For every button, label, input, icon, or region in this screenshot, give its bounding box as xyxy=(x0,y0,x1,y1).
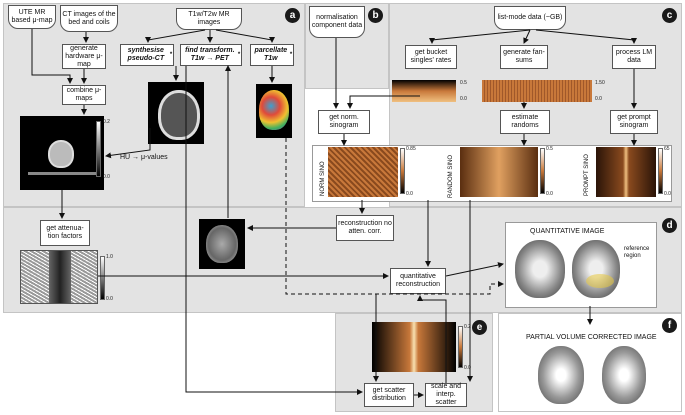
scatter-sinogram-image xyxy=(372,322,456,372)
reference-region-marker xyxy=(586,274,614,288)
parcellate-label: parcellate T1w xyxy=(254,47,288,62)
pseudo-ct-image xyxy=(148,82,204,144)
panel-d-badge: d xyxy=(662,218,677,233)
find-transform: find transform. T1w → PET* xyxy=(180,44,242,66)
arrow-find-scatter xyxy=(185,66,363,395)
bucket-colorbar-min: 0.0 xyxy=(460,96,467,102)
arrow-quant-image xyxy=(445,262,504,277)
find-transform-star: * xyxy=(237,52,240,58)
prompt-sinogram-image xyxy=(596,147,656,197)
synthesise-pseudo-ct: synthesise pseudo-CT * xyxy=(120,44,174,66)
get-attenuation-factors: get attenua-tion factors xyxy=(40,220,90,246)
arrow-t1w-parc xyxy=(215,29,275,43)
combined-mumap-image xyxy=(20,116,104,190)
get-norm-sinogram: get norm. sinogram xyxy=(318,110,370,134)
bucket-colorbar-max: 0.5 xyxy=(460,80,467,86)
get-prompt-sinogram: get prompt sinogram xyxy=(610,110,658,134)
panel-b-badge: b xyxy=(368,8,383,23)
synthesise-label: synthesise pseudo-CT xyxy=(127,47,165,62)
arrow-ute-combine xyxy=(31,29,73,84)
arrow-t1w-synth xyxy=(145,29,206,43)
reconstruction-no-atten: reconstruction no atten. corr. xyxy=(336,215,394,241)
generate-hardware-mumap: generate hardware μ-map xyxy=(62,44,106,69)
arrow-bucket-norm xyxy=(347,95,420,109)
fansum-colorbar-max: 1.50 xyxy=(595,80,605,86)
parcellation-brain xyxy=(259,90,289,130)
t1w-image xyxy=(199,219,245,269)
combine-mumaps: combine μ-maps xyxy=(62,85,106,105)
panel-a-badge: a xyxy=(285,8,300,23)
panel-f-badge: f xyxy=(662,318,677,333)
attenuation-colorbar xyxy=(100,256,105,300)
norm-sinogram-image xyxy=(328,147,398,197)
attenuation-colorbar-min: 0.0 xyxy=(106,296,113,302)
t1w-t2w-source: T1w/T2w MR images xyxy=(176,8,242,30)
fansum-colorbar-min: 0.0 xyxy=(595,96,602,102)
scatter-colorbar-max: 0.2 xyxy=(464,324,471,330)
reference-region-label: reference region xyxy=(624,246,650,259)
mumap-colorbar xyxy=(96,121,101,177)
arrow-parc-dashed xyxy=(285,138,504,295)
mumap-colorbar-min: 0.0 xyxy=(103,174,110,180)
panel-c-badge: c xyxy=(662,8,677,23)
norm-colorbar-max: 0.85 xyxy=(406,146,416,152)
arrow-scale-quant xyxy=(417,295,447,383)
norm-colorbar-min: 0.0 xyxy=(406,191,413,197)
ute-mumap-source: UTE MR based μ-map xyxy=(8,5,56,29)
scatter-colorbar xyxy=(458,326,463,368)
arrow-lm-process xyxy=(535,29,637,44)
scatter-colorbar-min: 0.0 xyxy=(464,365,471,371)
synthesise-star: * xyxy=(169,52,172,58)
get-bucket-singles: get bucket singles' rates xyxy=(405,45,457,69)
t1w-brain xyxy=(206,225,238,263)
pvc-brain-axial xyxy=(538,346,584,404)
hu-to-mu-label: HU → μ-values xyxy=(120,154,168,161)
ct-images-source: CT images of the bed and coils xyxy=(60,5,118,32)
mumap-bed xyxy=(28,172,96,175)
quant-brain-axial xyxy=(515,240,565,298)
scale-interp-scatter: scale and interp. scatter xyxy=(425,383,467,407)
quant-brain-coronal xyxy=(572,240,620,298)
listmode-source: list-mode data (~GB) xyxy=(494,6,566,30)
mumap-head xyxy=(48,140,74,168)
parcellation-image xyxy=(256,84,292,138)
pvc-brain-coronal xyxy=(602,346,646,404)
attenuation-band xyxy=(49,251,71,303)
get-scatter-distribution: get scatter distribution xyxy=(364,383,414,407)
estimate-randoms: estimate randoms xyxy=(500,110,550,134)
pvc-image-title: PARTIAL VOLUME CORRECTED IMAGE xyxy=(526,334,657,341)
prompt-colorbar-min: 0.0 xyxy=(664,191,671,197)
generate-fansums: generate fan-sums xyxy=(500,45,548,69)
pseudo-ct-skull xyxy=(158,90,200,140)
quantitative-reconstruction: quantitative reconstruction xyxy=(390,268,446,294)
fansums-image xyxy=(482,80,592,102)
parcellate-t1w: parcellate T1w* xyxy=(250,44,294,66)
norm-colorbar xyxy=(400,148,405,194)
arrow-lm-bucket xyxy=(429,29,531,44)
random-colorbar xyxy=(540,148,545,194)
prompt-colorbar xyxy=(658,148,663,194)
attenuation-factors-image xyxy=(20,250,98,304)
random-sinogram-image xyxy=(460,147,538,197)
attenuation-colorbar-max: 1.0 xyxy=(106,254,113,260)
mumap-colorbar-max: 0.2 xyxy=(103,119,110,125)
panel-e-badge: e xyxy=(472,320,487,335)
arrow-lm-fan xyxy=(523,29,531,44)
quantitative-image-title: QUANTITATIVE IMAGE xyxy=(530,228,605,235)
arrow-ct-mumap xyxy=(105,128,151,159)
parcellate-star: * xyxy=(289,52,292,58)
random-colorbar-max: 0.5 xyxy=(546,146,553,152)
process-lm-data: process LM data xyxy=(612,45,656,69)
normalisation-source: normalisation component data xyxy=(309,6,365,38)
prompt-colorbar-max: 65 xyxy=(664,146,670,152)
random-colorbar-min: 0.0 xyxy=(546,191,553,197)
find-transform-label: find transform. T1w → PET xyxy=(185,47,235,62)
